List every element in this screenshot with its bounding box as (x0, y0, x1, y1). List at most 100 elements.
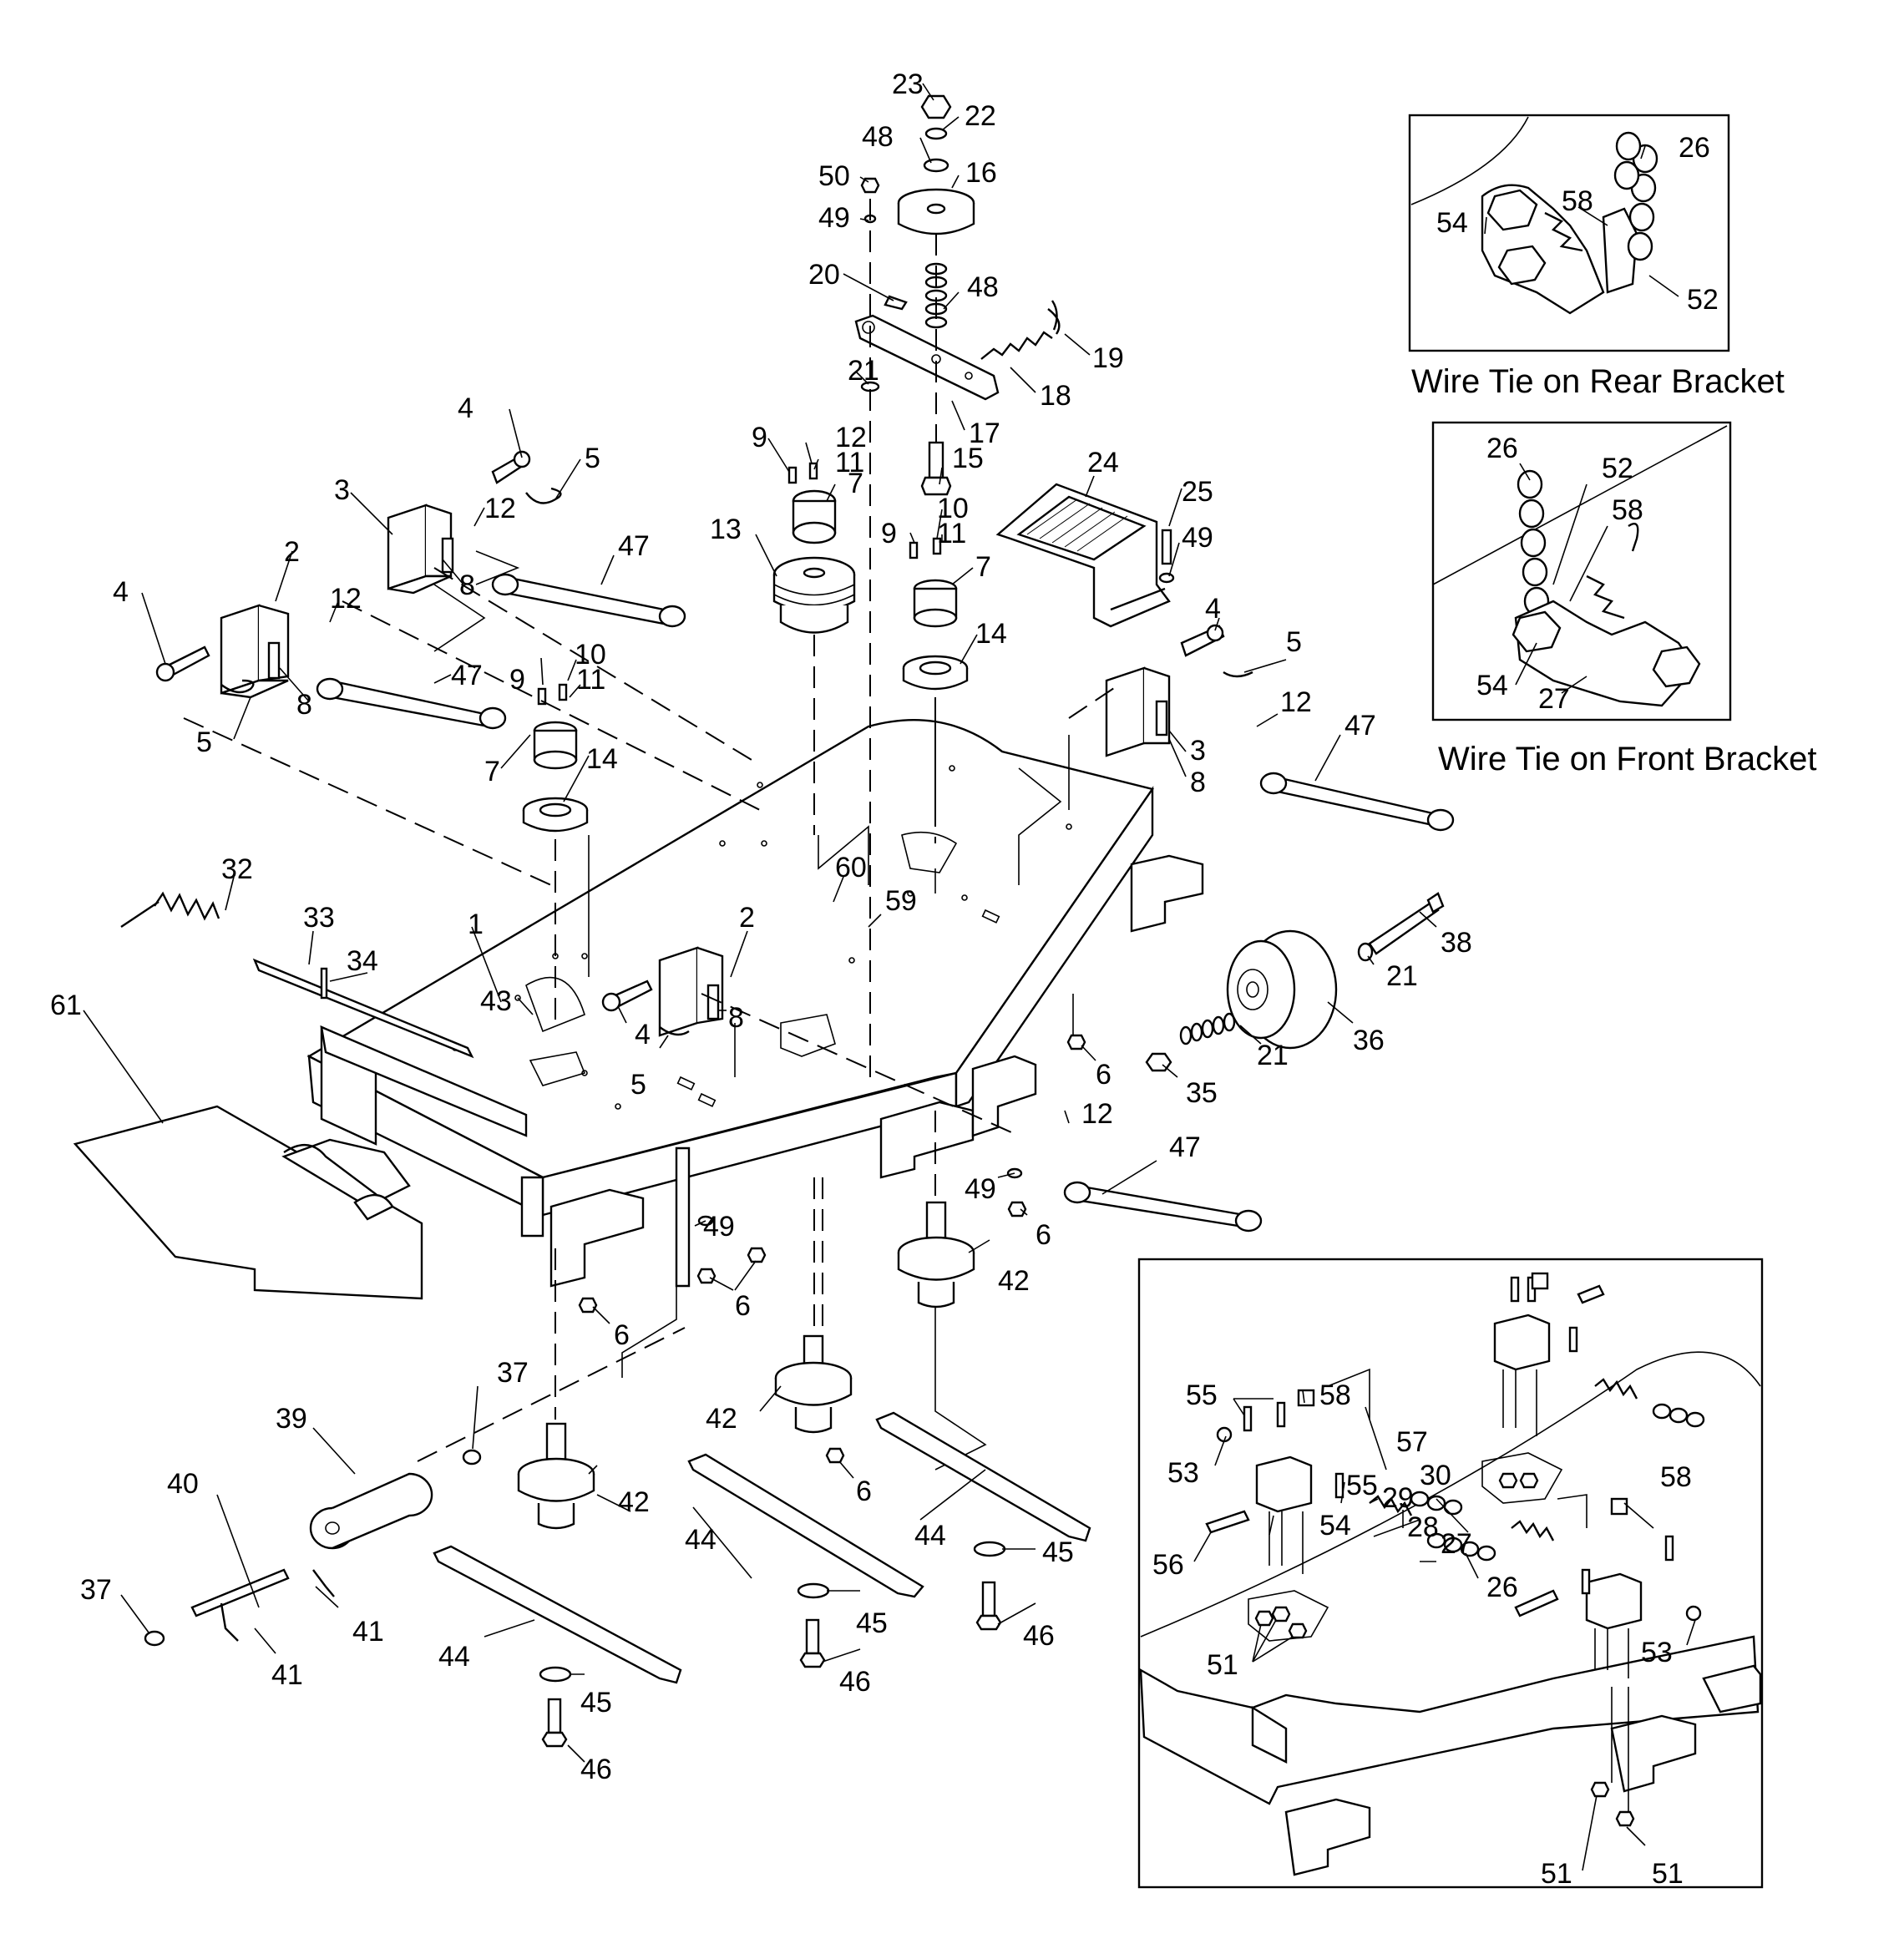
callout-44: 44 (438, 1641, 470, 1673)
callout-2: 2 (284, 536, 300, 568)
callout-37: 37 (497, 1357, 529, 1389)
deck-u-brackets (549, 854, 1204, 1288)
detail-callout-51: 51 (1652, 1858, 1684, 1890)
callout-36: 36 (1353, 1025, 1385, 1056)
roller-and-rod (120, 891, 686, 1647)
detail-callout-54: 54 (1319, 1510, 1351, 1541)
callout-4: 4 (1205, 593, 1221, 625)
callout-25: 25 (1182, 476, 1213, 508)
callout-11: 11 (835, 447, 864, 478)
callout-14: 14 (975, 618, 1007, 650)
callout-32: 32 (221, 853, 253, 885)
callout-42: 42 (998, 1265, 1030, 1297)
callout-8: 8 (459, 569, 475, 601)
caption-front-bracket: Wire Tie on Front Bracket (1438, 741, 1816, 777)
chain-links-detail (1410, 1403, 1705, 1562)
callout-11: 11 (937, 518, 966, 549)
front-callout-26: 26 (1486, 433, 1518, 464)
callout-47: 47 (451, 660, 483, 691)
callout-8: 8 (296, 689, 312, 721)
callout-6: 6 (856, 1476, 872, 1507)
callout-22: 22 (965, 100, 996, 132)
callout-37: 37 (80, 1574, 112, 1606)
callout-3: 3 (1190, 735, 1206, 767)
callout-44: 44 (685, 1524, 717, 1556)
callout-12: 12 (1280, 686, 1312, 718)
callout-12: 12 (330, 583, 362, 615)
callout-9: 9 (752, 422, 767, 453)
callout-61: 61 (50, 990, 82, 1021)
detail-callout-56: 56 (1152, 1549, 1184, 1581)
callout-4: 4 (113, 576, 129, 608)
callout-19: 19 (1092, 342, 1124, 374)
drive-pulley (772, 489, 856, 835)
callout-15: 15 (952, 443, 984, 474)
callout-20: 20 (808, 259, 840, 291)
callout-49: 49 (965, 1173, 996, 1205)
callout-45: 45 (1042, 1536, 1074, 1568)
detail-callout-58: 58 (1319, 1379, 1351, 1411)
detail-callout-53: 53 (1167, 1457, 1199, 1489)
callout-47: 47 (1344, 710, 1376, 742)
callout-7: 7 (975, 551, 991, 583)
callout-4: 4 (635, 1019, 651, 1050)
callout-3: 3 (334, 474, 350, 506)
callout-9: 9 (509, 664, 525, 696)
callout-43: 43 (480, 985, 512, 1017)
callout-23: 23 (892, 68, 924, 100)
callout-46: 46 (1023, 1620, 1055, 1652)
callout-10: 10 (575, 639, 606, 671)
callout-21: 21 (848, 355, 879, 387)
front-callout-27: 27 (1538, 683, 1570, 715)
callout-42: 42 (706, 1403, 737, 1435)
callout-40: 40 (167, 1468, 199, 1500)
callout-24: 24 (1087, 447, 1119, 478)
detail-callout-29: 29 (1382, 1482, 1414, 1514)
chain-links-rear (1613, 131, 1658, 261)
callout-33: 33 (303, 902, 335, 934)
callout-34: 34 (347, 945, 378, 977)
callout-47: 47 (618, 530, 650, 562)
callout-numbers: 23 22 48 16 50 49 20 48 19 18 21 17 15 9… (50, 68, 1472, 1785)
front-callout-52: 52 (1602, 453, 1633, 484)
callout-13: 13 (710, 514, 742, 545)
callout-59: 59 (885, 885, 917, 917)
callout-18: 18 (1040, 380, 1071, 412)
inset-rear-bracket (1408, 114, 1730, 352)
callout-14: 14 (586, 743, 618, 775)
detail-callout-26: 26 (1486, 1572, 1518, 1603)
detail-callout-30: 30 (1420, 1460, 1451, 1491)
callout-5: 5 (196, 726, 212, 758)
callout-2: 2 (739, 902, 755, 934)
callout-6: 6 (614, 1319, 630, 1351)
detail-callout-51: 51 (1207, 1649, 1238, 1681)
spindle-hubs-upper (522, 462, 969, 1027)
callout-7: 7 (484, 756, 500, 787)
callout-49: 49 (818, 202, 850, 234)
detail-callout-28: 28 (1407, 1511, 1439, 1543)
callout-12: 12 (835, 422, 867, 453)
detail-callout-57: 57 (1396, 1426, 1428, 1458)
callout-1: 1 (468, 909, 484, 940)
front-callout-54: 54 (1476, 670, 1508, 701)
callout-8: 8 (728, 1002, 744, 1034)
callout-16: 16 (965, 157, 997, 189)
idler-pulley-stack (854, 94, 1061, 1077)
rear-callout-52: 52 (1687, 284, 1719, 316)
spacer-washers (924, 262, 948, 329)
lower-spindles-and-blades (433, 1034, 1091, 1748)
callout-4: 4 (458, 392, 473, 424)
callout-45: 45 (580, 1687, 612, 1719)
callout-42: 42 (618, 1486, 650, 1518)
callout-5: 5 (630, 1069, 646, 1101)
callout-44: 44 (914, 1520, 946, 1552)
callout-10: 10 (937, 493, 969, 524)
callout-48: 48 (967, 271, 999, 303)
callout-6: 6 (735, 1290, 751, 1322)
callout-9: 9 (881, 518, 897, 549)
callout-21: 21 (1257, 1040, 1289, 1071)
belt-cover (995, 483, 1175, 628)
callout-45: 45 (856, 1607, 888, 1639)
detail-callout-27: 27 (1441, 1528, 1472, 1560)
